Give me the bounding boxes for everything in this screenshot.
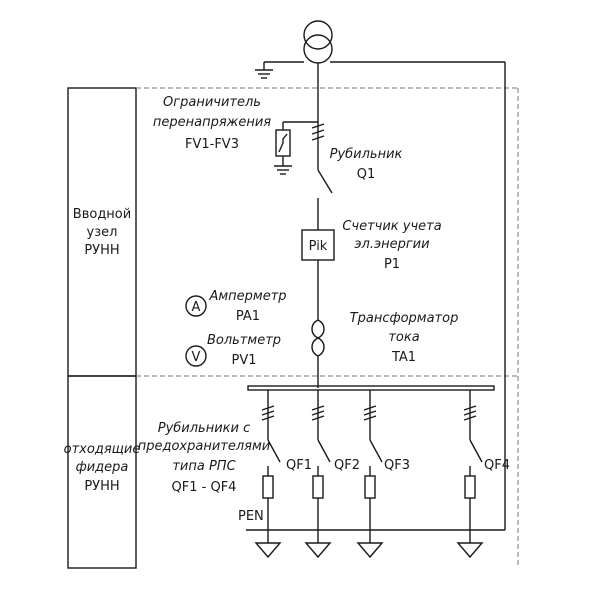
meter-label-2: эл.энергии	[354, 237, 429, 252]
voltmeter-label-2: PV1	[231, 353, 256, 368]
limiter-label-1: Ограничитель	[163, 95, 261, 110]
limiter-label-2: перенапряжения	[153, 115, 271, 130]
current-transformer-icon	[311, 319, 325, 357]
ct-label-3: TA1	[391, 350, 416, 365]
qf4-label: QF4	[484, 458, 510, 473]
breaker-label-2: Q1	[357, 167, 376, 182]
input-node-label-2: узел	[87, 225, 118, 240]
feeders-text-1: Рубильники с	[158, 421, 251, 436]
ammeter-label-2: PA1	[236, 309, 260, 324]
ammeter-label-1: Амперметр	[208, 289, 286, 304]
breaker-label-1: Рубильник	[330, 147, 403, 162]
feeders-label-2: фидера	[76, 460, 129, 475]
pen-label: PEN	[238, 509, 264, 524]
feeder-qf2	[304, 390, 332, 559]
surge-arrester-icon	[274, 121, 318, 175]
input-node-label-1: Вводной	[73, 207, 131, 222]
feeders-box	[67, 375, 137, 569]
input-node-label-3: РУНН	[84, 243, 119, 258]
feeders-label-3: РУНН	[84, 479, 119, 494]
feeders-text-4: QF1 - QF4	[172, 480, 237, 495]
voltmeter-symbol: V	[192, 350, 201, 365]
limiter-label-3: FV1-FV3	[185, 137, 239, 152]
feeder-qf1	[254, 390, 282, 559]
voltmeter-icon	[185, 345, 207, 367]
feeder-qf3	[356, 390, 384, 559]
feeders-label-1: отходящие	[64, 442, 141, 457]
meter-label-1: Счетчик учета	[342, 219, 441, 234]
busbar	[247, 385, 495, 391]
transformer-ground-icon	[255, 61, 304, 79]
main-switch-icon	[317, 169, 333, 230]
qf2-label: QF2	[334, 458, 360, 473]
energy-meter-symbol: Pik	[309, 239, 328, 254]
voltmeter-label-1: Вольтметр	[207, 333, 281, 348]
feeders-text-2: предохранителями	[138, 439, 271, 454]
feeders-text-3: типа РПС	[172, 459, 236, 474]
ct-label-2: тока	[388, 330, 419, 345]
qf3-label: QF3	[384, 458, 410, 473]
ammeter-symbol: A	[192, 300, 201, 315]
meter-label-3: P1	[384, 257, 400, 272]
ammeter-icon	[185, 295, 207, 317]
ct-label-1: Трансформатор	[350, 311, 459, 326]
qf1-label: QF1	[286, 458, 312, 473]
power-transformer-icon	[303, 20, 333, 64]
feeder-qf4	[456, 390, 484, 559]
three-phase-mark-top	[311, 123, 325, 141]
